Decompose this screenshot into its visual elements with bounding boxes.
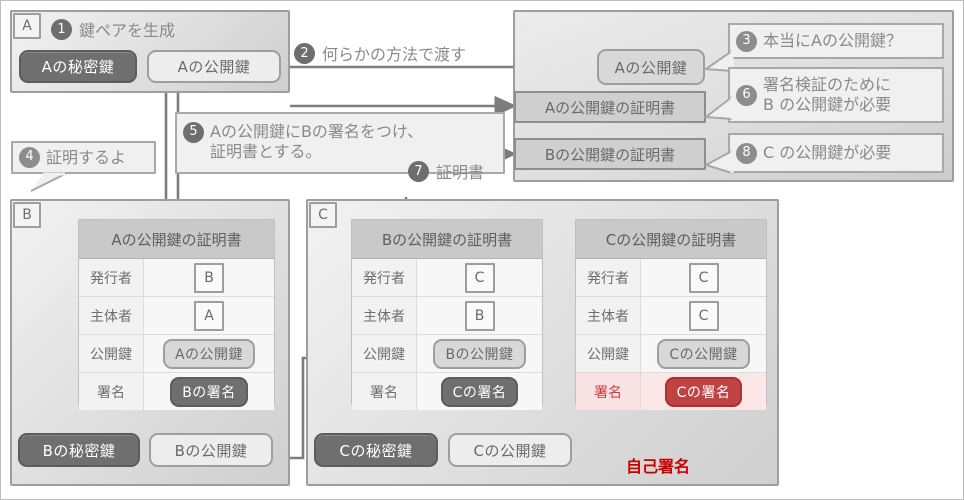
row-label: 署名 xyxy=(352,373,417,410)
embedded-public-key[interactable]: Bの公開鍵 xyxy=(433,338,526,369)
callout-8-tail xyxy=(704,150,734,174)
step2-text: 何らかの方法で渡す xyxy=(322,45,467,64)
step-badge-5: 5 xyxy=(183,122,204,143)
row-label: 署名 xyxy=(576,373,641,410)
row-label: 公開鍵 xyxy=(352,335,417,372)
embedded-signature[interactable]: Cの署名 xyxy=(440,376,519,407)
certificate-row-signature-selfsigned: 署名 Cの署名 xyxy=(576,373,766,410)
entity-letter-box: B xyxy=(464,300,495,331)
callout-6-tail xyxy=(704,96,734,120)
row-value: C xyxy=(641,297,766,334)
row-label: 公開鍵 xyxy=(576,335,641,372)
step7-text: 証明書 xyxy=(436,163,485,182)
row-value: Cの署名 xyxy=(641,373,766,410)
self-sign-label: 自己署名 xyxy=(626,457,691,476)
certificate-title: Cの公開鍵の証明書 xyxy=(576,220,766,259)
entity-letter-box: B xyxy=(194,262,224,293)
verifier-item-a-certificate[interactable]: Aの公開鍵の証明書 xyxy=(514,91,706,123)
certificate-row-signature: 署名 Bの署名 xyxy=(79,373,274,410)
row-label: 主体者 xyxy=(352,297,417,334)
verifier-item-a-public-key[interactable]: Aの公開鍵 xyxy=(597,49,705,85)
step-badge-4: 4 xyxy=(19,147,40,168)
row-label: 主体者 xyxy=(79,297,144,334)
certificate-row-issuer: 発行者 C xyxy=(352,259,542,297)
row-value: Aの公開鍵 xyxy=(144,335,274,372)
certificate-row-signature: 署名 Cの署名 xyxy=(352,373,542,410)
key-b-private[interactable]: Bの秘密鍵 xyxy=(18,433,140,467)
panel-tag-b: B xyxy=(13,202,41,228)
certificate-row-publickey: 公開鍵 Cの公開鍵 xyxy=(576,335,766,373)
certificate-row-subject: 主体者 B xyxy=(352,297,542,335)
callout-4-tail xyxy=(30,172,66,192)
key-c-public[interactable]: Cの公開鍵 xyxy=(448,433,572,467)
certificate-row-issuer: 発行者 B xyxy=(79,259,274,297)
entity-letter-box: C xyxy=(688,262,719,293)
entity-letter-box: C xyxy=(688,300,719,331)
callout-6-text: 署名検証のために B の公開鍵が必要 xyxy=(763,75,892,114)
certificate-title: Aの公開鍵の証明書 xyxy=(79,220,274,259)
row-label: 公開鍵 xyxy=(79,335,144,372)
embedded-signature-self[interactable]: Cの署名 xyxy=(664,376,743,407)
step-badge-7: 7 xyxy=(408,160,429,182)
callout-4-text: 証明するよ xyxy=(46,147,127,167)
row-value: Cの署名 xyxy=(417,373,542,410)
step-badge-3: 3 xyxy=(736,30,757,52)
step-badge-1: 1 xyxy=(51,18,72,40)
callout-6: 6 署名検証のために B の公開鍵が必要 xyxy=(728,67,944,123)
key-a-private[interactable]: Aの秘密鍵 xyxy=(19,50,137,83)
callout-3: 3 本当にAの公開鍵？ xyxy=(728,23,944,59)
certificate-c-in-c: Cの公開鍵の証明書 発行者 C 主体者 C 公開鍵 Cの公開鍵 署名 Cの署名 xyxy=(575,219,767,410)
callout-8-text: C の公開鍵が必要 xyxy=(763,143,892,162)
certificate-row-subject: 主体者 C xyxy=(576,297,766,335)
row-label: 発行者 xyxy=(79,259,144,296)
callout-8: 8 C の公開鍵が必要 xyxy=(728,133,944,173)
embedded-public-key[interactable]: Cの公開鍵 xyxy=(657,338,750,369)
row-value: Bの署名 xyxy=(144,373,274,410)
certificate-row-subject: 主体者 A xyxy=(79,297,274,335)
certificate-a-in-b: Aの公開鍵の証明書 発行者 B 主体者 A 公開鍵 Aの公開鍵 署名 Bの署名 xyxy=(78,219,275,410)
certificate-b-in-c: Bの公開鍵の証明書 発行者 C 主体者 B 公開鍵 Bの公開鍵 署名 Cの署名 xyxy=(351,219,543,410)
certificate-row-publickey: 公開鍵 Bの公開鍵 xyxy=(352,335,542,373)
row-value: C xyxy=(641,259,766,296)
row-value: B xyxy=(417,297,542,334)
certificate-row-publickey: 公開鍵 Aの公開鍵 xyxy=(79,335,274,373)
row-value: Bの公開鍵 xyxy=(417,335,542,372)
row-label: 主体者 xyxy=(576,297,641,334)
embedded-signature[interactable]: Bの署名 xyxy=(170,376,248,407)
step7-label: 7 証明書 xyxy=(408,159,484,183)
callout-4: 4 証明するよ xyxy=(11,141,156,174)
key-c-private[interactable]: Cの秘密鍵 xyxy=(314,433,438,467)
step1-label: 1 鍵ペアを生成 xyxy=(51,17,175,41)
certificate-row-issuer: 発行者 C xyxy=(576,259,766,297)
step1-text: 鍵ペアを生成 xyxy=(79,21,176,40)
callout-5-text: Aの公開鍵にBの署名をつけ、 証明書とする。 xyxy=(210,122,424,161)
entity-letter-box: C xyxy=(464,262,495,293)
panel-tag-c: C xyxy=(309,202,337,228)
callout-5: 5 Aの公開鍵にBの署名をつけ、 証明書とする。 xyxy=(175,112,505,174)
row-label: 署名 xyxy=(79,373,144,410)
step-badge-2: 2 xyxy=(294,42,315,64)
verifier-item-b-certificate[interactable]: Bの公開鍵の証明書 xyxy=(514,138,706,170)
step-badge-8: 8 xyxy=(736,142,757,164)
certificate-title: Bの公開鍵の証明書 xyxy=(352,220,542,259)
row-label: 発行者 xyxy=(576,259,641,296)
row-value: A xyxy=(144,297,274,334)
panel-tag-a: A xyxy=(13,13,41,39)
embedded-public-key[interactable]: Aの公開鍵 xyxy=(162,338,256,369)
entity-letter-box: A xyxy=(194,300,224,331)
row-value: Cの公開鍵 xyxy=(641,335,766,372)
row-value: B xyxy=(144,259,274,296)
step2-label: 2 何らかの方法で渡す xyxy=(294,41,466,65)
key-a-public[interactable]: Aの公開鍵 xyxy=(147,50,281,83)
key-b-public[interactable]: Bの公開鍵 xyxy=(149,433,273,467)
callout-3-text: 本当にAの公開鍵？ xyxy=(763,31,902,50)
step-badge-6: 6 xyxy=(736,84,757,106)
row-value: C xyxy=(417,259,542,296)
row-label: 発行者 xyxy=(352,259,417,296)
